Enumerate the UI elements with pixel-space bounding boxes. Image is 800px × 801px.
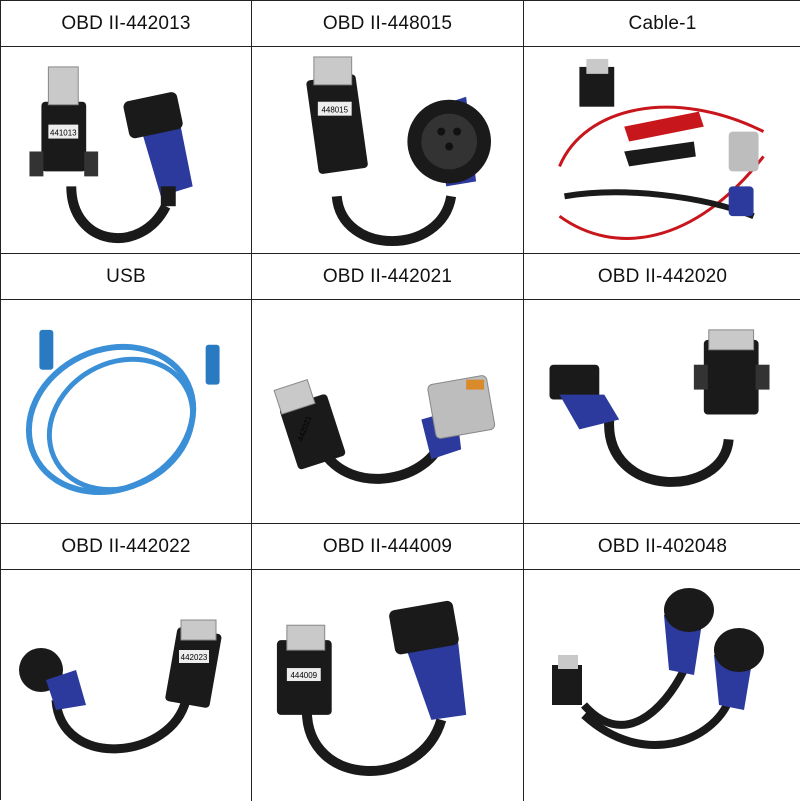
image-442021: 442021: [252, 300, 524, 524]
label-cable-1: Cable-1: [524, 1, 800, 47]
label-448015: OBD II-448015: [252, 1, 524, 47]
clip-cable-icon: [558, 58, 765, 240]
label-444009: OBD II-444009: [252, 524, 524, 570]
obd-cable-icon: 441013: [29, 66, 193, 244]
label-402048: OBD II-402048: [524, 524, 800, 570]
label-442022: OBD II-442022: [1, 524, 252, 570]
obd-cable-icon-2: 444009: [276, 600, 467, 776]
svg-text:444009: 444009: [291, 671, 318, 680]
label-442021: OBD II-442021: [252, 254, 524, 300]
image-448015: 448015: [252, 47, 524, 254]
label-442020: OBD II-442020: [524, 254, 800, 300]
image-442020: [524, 300, 800, 524]
image-442013: 441013: [1, 47, 252, 254]
round-connector-cable-icon: 448015: [306, 56, 491, 246]
svg-text:441013: 441013: [50, 129, 77, 138]
image-442022: 442023: [1, 570, 252, 801]
svg-text:448015: 448015: [321, 106, 348, 115]
label-usb: USB: [1, 254, 252, 300]
grey-connector-cable-icon: 442021: [273, 375, 496, 484]
usb-cable-icon: [25, 329, 220, 496]
image-usb: [1, 300, 252, 524]
label-442013: OBD II-442013: [1, 1, 252, 47]
image-cable-1: [524, 47, 800, 254]
y-splitter-cable-icon: [552, 588, 764, 749]
image-444009: 444009: [252, 570, 524, 801]
image-402048: [524, 570, 800, 801]
round-small-connector-cable-icon: 442023: [19, 619, 222, 754]
svg-text:442023: 442023: [181, 653, 208, 662]
blue-connector-cable-icon: [549, 329, 770, 487]
